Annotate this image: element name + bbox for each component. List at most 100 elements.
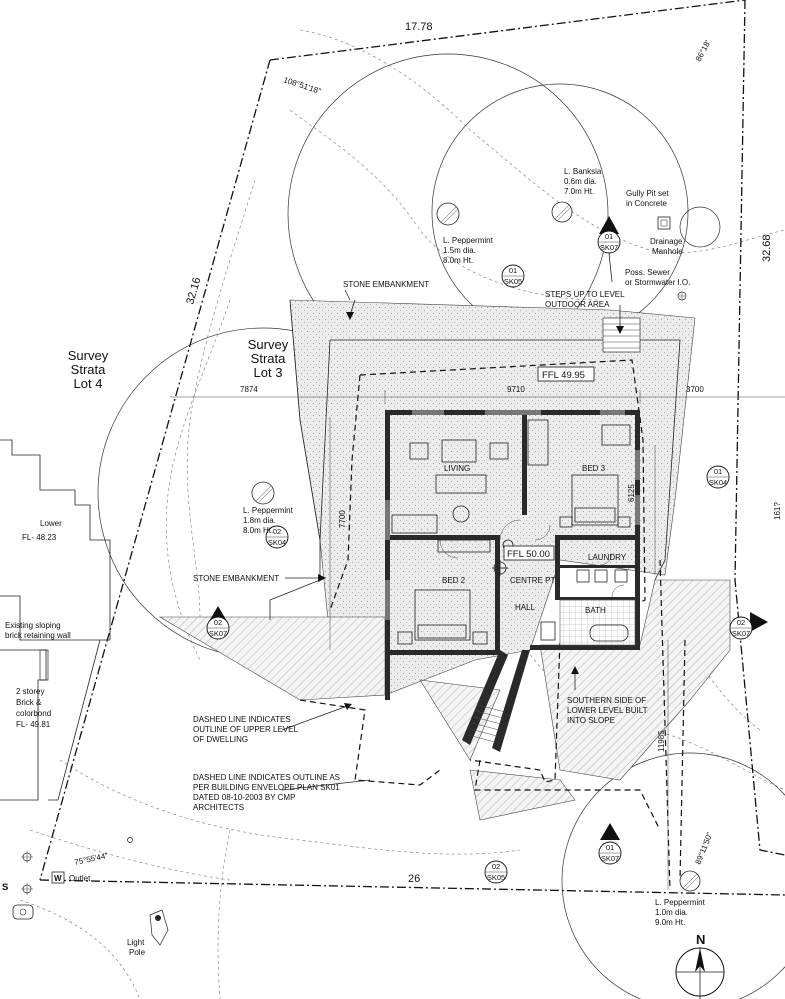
- floor-level-tags: FFL 49.95 FFL 50.00: [503, 366, 595, 561]
- edge-fragment: 161?: [773, 502, 782, 520]
- dashed-envelope-line-2: PER BUILDING ENVELOPE PLAN SK01: [193, 783, 340, 792]
- svg-text:02: 02: [273, 527, 281, 536]
- slope-hatch-areas: [158, 579, 731, 821]
- tree-3-ht: 8.0m Ht.: [243, 526, 273, 535]
- dim-9710: 9710: [507, 385, 525, 394]
- lot3-line-2: Strata: [251, 351, 286, 366]
- steps-line-2: OUTDOOR AREA: [545, 300, 610, 309]
- boundary-bottom-length: 26: [408, 873, 420, 885]
- section-marker-01-sk05: [501, 264, 525, 288]
- storey-line-1: 2 storey: [16, 687, 44, 696]
- lot4-line-2: Strata: [71, 362, 106, 377]
- dashed-upper-line-1: DASHED LINE INDICATES: [193, 715, 291, 724]
- svg-text:SK05: SK05: [504, 277, 522, 286]
- sewer-io-icon: [677, 291, 687, 301]
- lot-labels: Survey Strata Lot 4 Survey Strata Lot 3: [68, 337, 289, 391]
- s-marker: S: [2, 882, 8, 893]
- tree-4-dia: 1.0m dia.: [655, 908, 688, 917]
- steps-outdoor-area: [602, 305, 641, 353]
- southern-side-line-3: INTO SLOPE: [567, 716, 615, 725]
- tree-markers: [251, 201, 701, 892]
- dim-3700: 3700: [686, 385, 704, 394]
- room-bed2: BED 2: [442, 576, 466, 585]
- svg-text:02: 02: [214, 618, 222, 627]
- section-marker-02-sk07-right: [729, 612, 768, 640]
- annotation-notes: STONE EMBANKMENT STONE EMBANKMENT STEPS …: [193, 280, 648, 812]
- room-labels: LIVING BED 3 BED 2 LAUNDRY CENTRE PT HAL…: [442, 464, 627, 615]
- dimension-labels: 7874 9710 3700 7700 6125 11985: [240, 385, 704, 752]
- tree-1-ht: 7.0m Ht.: [564, 187, 594, 196]
- svg-text:SK07: SK07: [209, 629, 227, 638]
- site-boundary: [39, 0, 785, 896]
- room-hall: HALL: [515, 603, 536, 612]
- dashed-envelope-line-4: ARCHITECTS: [193, 803, 244, 812]
- dim-11985: 11985: [657, 730, 666, 752]
- section-marker-02-sk04: [265, 525, 289, 549]
- bearing-top-left: 108°51'18": [282, 75, 322, 96]
- svg-text:SK05: SK05: [487, 873, 505, 882]
- tree-3-dia: 1.8m dia.: [243, 516, 276, 525]
- furniture: [391, 419, 636, 646]
- manhole-line-2: Manhole: [652, 247, 683, 256]
- section-marker-labels: 01 SK07 01 SK05 01 SK04 02 SK04 02 SK07 …: [209, 232, 750, 882]
- stone-embankment-top-label: STONE EMBANKMENT: [343, 280, 429, 289]
- tree-marker-peppermint-3: [679, 870, 701, 892]
- bearing-bottom-left: 75°55'44": [74, 851, 110, 867]
- upper-level-outline: [299, 359, 661, 831]
- gully-pit-line-2: in Concrete: [626, 199, 667, 208]
- telephone-pit-icon: [12, 904, 34, 920]
- lot3-line-1: Survey: [248, 337, 289, 352]
- tree-2-ht: 8.0m Ht.: [443, 256, 473, 265]
- room-bed3: BED 3: [582, 464, 606, 473]
- boundary-top-length: 17.78: [405, 21, 433, 33]
- svg-text:01: 01: [509, 266, 517, 275]
- tree-4-species: L. Peppermint: [655, 898, 706, 907]
- dim-6125: 6125: [627, 484, 636, 502]
- section-marker-01-sk04: [706, 465, 730, 489]
- svg-text:01: 01: [606, 843, 614, 852]
- tree-4-ht: 9.0m Ht.: [655, 918, 685, 927]
- neighbour-lower-line-1: Lower: [40, 519, 62, 528]
- sewer-line-2: or Stormwater I.O.: [625, 278, 690, 287]
- bearing-bottom-right: 89°11'50": [694, 831, 715, 866]
- tree-marker-peppermint-2: [251, 481, 275, 505]
- neighbour-labels: Lower FL- 48.23 Existing sloping brick r…: [5, 519, 71, 729]
- sewer-line-1: Poss. Sewer: [625, 268, 670, 277]
- tree-marker-banksia: [551, 201, 573, 223]
- lot3-line-3: Lot 3: [254, 365, 283, 380]
- dimension-lines: [170, 390, 785, 890]
- svg-text:SK04: SK04: [709, 478, 727, 487]
- site-services: [12, 216, 687, 946]
- storey-line-3: colorbond: [16, 709, 51, 718]
- room-centre-pt: CENTRE PT: [510, 576, 555, 585]
- lot4-line-1: Survey: [68, 348, 109, 363]
- svg-text:02: 02: [737, 618, 745, 627]
- lot4-line-3: Lot 4: [74, 376, 103, 391]
- dim-7700: 7700: [338, 510, 347, 528]
- svg-text:02: 02: [492, 862, 500, 871]
- neighbour-lower-line-2: FL- 48.23: [22, 533, 57, 542]
- stone-embankment-left-label: STONE EMBANKMENT: [193, 574, 279, 583]
- dashed-envelope-line-3: DATED 08-10-2003 BY CMP: [193, 793, 295, 802]
- svg-text:SK07: SK07: [601, 854, 619, 863]
- svg-text:01: 01: [714, 467, 722, 476]
- boundary-right-length: 32.68: [761, 234, 773, 262]
- dwelling-walls: [385, 410, 640, 752]
- storey-line-2: Brick &: [16, 698, 42, 707]
- room-bath: BATH: [585, 606, 606, 615]
- north-label: N: [696, 932, 705, 947]
- w-marker: W: [54, 874, 62, 883]
- light-pole-line-2: Pole: [129, 948, 146, 957]
- entry-stairs: [467, 704, 506, 743]
- manhole-line-1: Drainage: [650, 237, 683, 246]
- tree-3-species: L. Peppermint: [243, 506, 294, 515]
- room-living: LIVING: [444, 464, 470, 473]
- room-laundry: LAUNDRY: [588, 553, 627, 562]
- section-marker-01-sk07-bottom: [598, 823, 622, 865]
- section-marker-02-sk07-left: [206, 606, 230, 640]
- section-marker-02-sk05: [484, 860, 508, 884]
- boundary-left-length: 32.16: [184, 276, 203, 306]
- building-envelope-outline: [659, 559, 686, 891]
- svg-text:SK04: SK04: [268, 538, 286, 547]
